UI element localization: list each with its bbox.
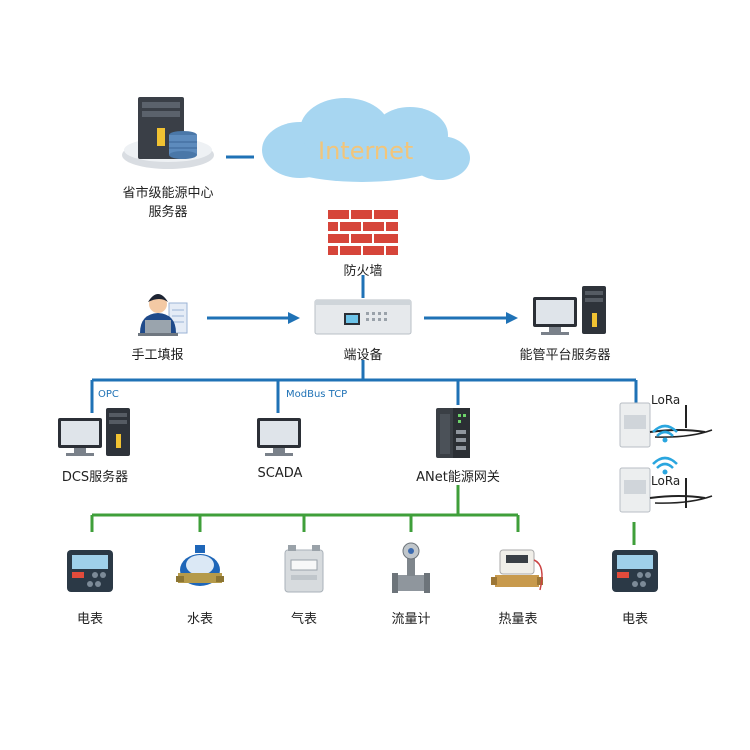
- wifi-signal-icon-2: [652, 456, 678, 475]
- platform-server-icon: [533, 286, 606, 335]
- internet-cloud-icon: [262, 98, 470, 182]
- anet-gateway-icon: [436, 408, 470, 458]
- modbus-protocol-label: ModBus TCP: [286, 389, 348, 400]
- flow-meter-label: 流量计: [391, 612, 431, 627]
- opc-protocol-label: OPC: [98, 389, 119, 400]
- person-laptop-icon: [138, 294, 188, 336]
- manual-entry-label: 手工填报: [131, 348, 184, 363]
- platform-server-label: 能管平台服务器: [519, 348, 611, 363]
- edge-device-icon: [314, 299, 412, 335]
- gas-meter-icon: [284, 545, 324, 593]
- heat-meter-icon: [491, 549, 543, 591]
- lora-module-icon-2: [619, 467, 713, 513]
- scada-monitor-icon: [257, 418, 301, 456]
- lora-module-icon: [619, 402, 713, 448]
- wifi-signal-icon: [652, 424, 678, 443]
- internet-label: Internet: [318, 137, 414, 165]
- edge-device-label: 端设备: [343, 348, 383, 363]
- scada-label: SCADA: [257, 466, 303, 481]
- water-meter-label: 水表: [186, 612, 213, 627]
- arrow-manual-to-device-icon: [288, 312, 300, 324]
- firewall-label: 防火墙: [343, 264, 383, 279]
- lora-label-1: LoRa: [651, 393, 681, 407]
- anet-gateway-label: ANet能源网关: [416, 470, 500, 485]
- electric-meter-lora-icon: [612, 550, 658, 592]
- gas-meter-label: 气表: [290, 612, 317, 627]
- dcs-server-icon: [58, 408, 130, 456]
- heat-meter-label: 热量表: [498, 612, 538, 627]
- electric-meter-label: 电表: [76, 612, 103, 627]
- electric-meter-lora-label: 电表: [621, 612, 648, 627]
- firewall-icon: [328, 210, 398, 256]
- province-server-label-line1: 省市级能源中心: [122, 186, 214, 201]
- arrow-device-to-platform-icon: [506, 312, 518, 324]
- dcs-server-label: DCS服务器: [61, 470, 129, 485]
- electric-meter-icon: [67, 550, 113, 592]
- flow-meter-icon: [392, 542, 430, 593]
- lora-label-2: LoRa: [651, 474, 681, 488]
- province-server-icon: [122, 97, 214, 169]
- province-server-label: 省市级能源中心 服务器: [108, 182, 228, 220]
- water-meter-icon: [176, 545, 224, 586]
- province-server-label-line2: 服务器: [148, 205, 188, 220]
